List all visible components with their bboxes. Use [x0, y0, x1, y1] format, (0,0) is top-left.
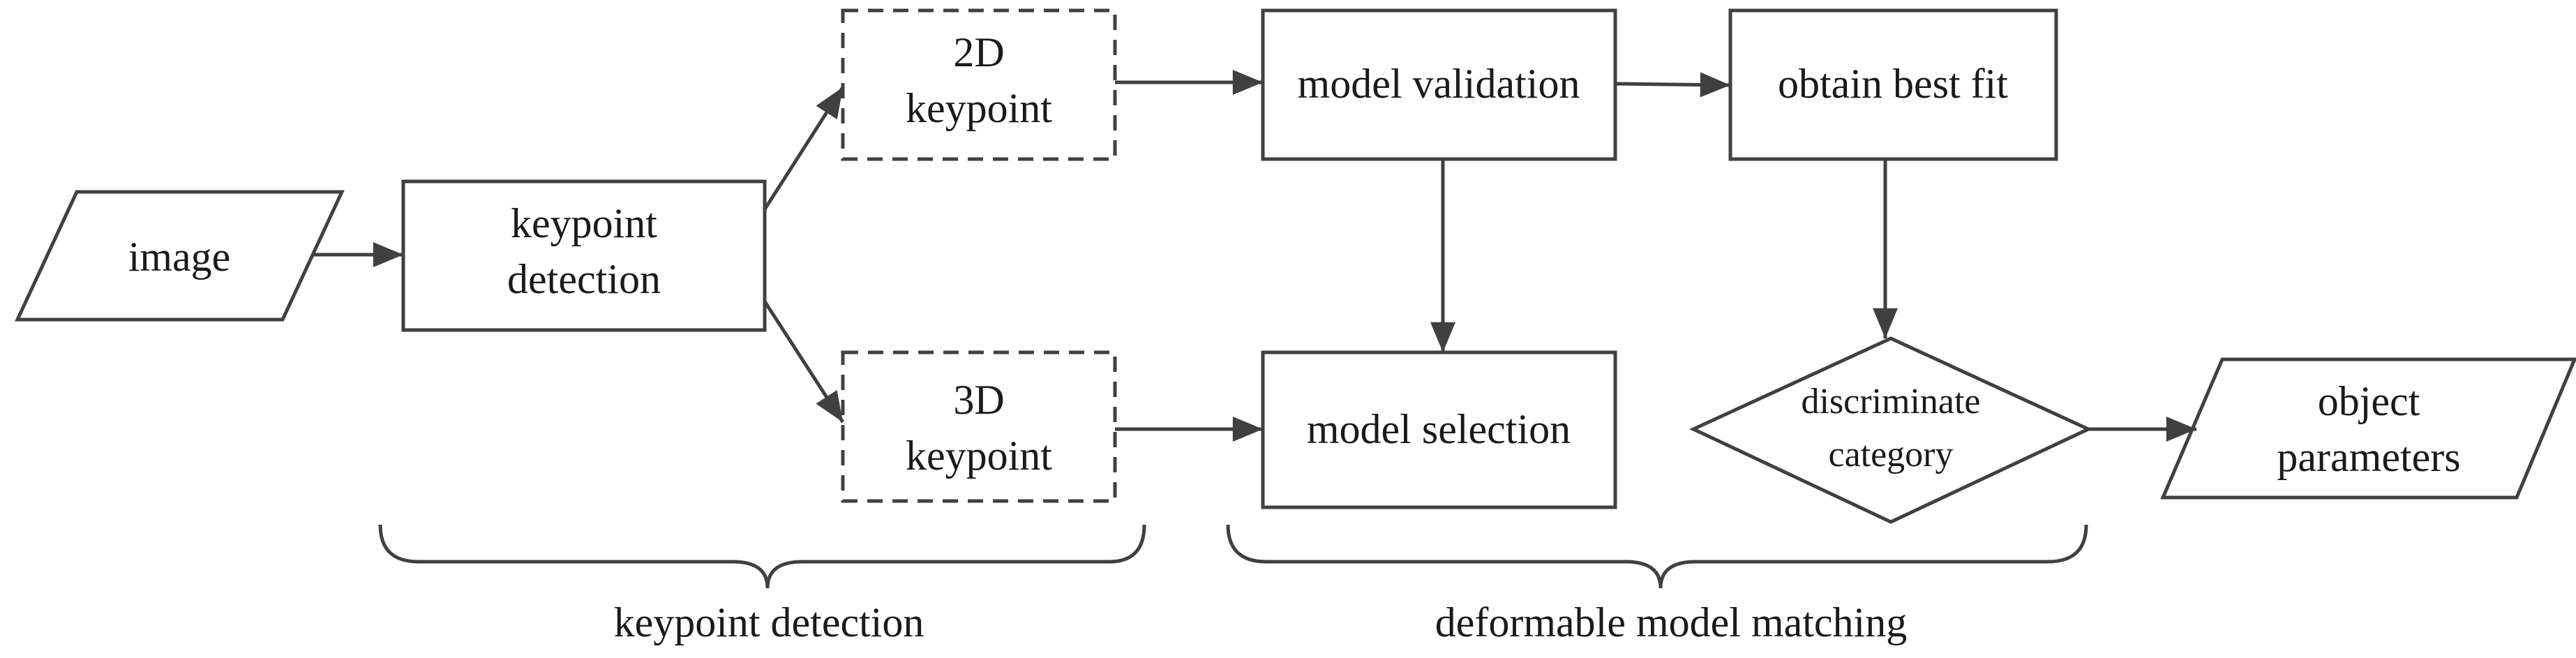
discriminate-category-node: discriminate category [1689, 336, 2092, 524]
model-selection-node: model selection [1261, 350, 1617, 509]
object-parameters-line2: parameters [2277, 434, 2460, 480]
3d-keypoint-line1: 3D [953, 377, 1004, 423]
2d-keypoint-line1: 2D [953, 29, 1004, 75]
model-validation-node: model validation [1261, 8, 1617, 161]
keypoint-detection-box-line1: keypoint [511, 200, 657, 246]
keypoint-detection-box: keypoint detection [401, 179, 767, 332]
arrow-detection-to-3d-keypoint [763, 300, 845, 424]
model-validation-label: model validation [1298, 61, 1580, 107]
object-parameters-line1: object [2318, 378, 2420, 424]
3d-keypoint-node: 3D keypoint [841, 350, 1117, 503]
keypoint-detection-box-line2: detection [507, 256, 661, 302]
obtain-best-fit-node: obtain best fit [1728, 8, 2058, 161]
keypoint-detection-brace [378, 524, 1146, 589]
deformable-model-matching-brace [1226, 524, 2088, 589]
3d-keypoint-line2: keypoint [906, 433, 1052, 479]
obtain-best-fit-label: obtain best fit [1778, 61, 2008, 107]
arrow-detection-to-2d-keypoint [763, 86, 845, 211]
2d-keypoint-node: 2D keypoint [841, 8, 1117, 161]
stage-label-deformable-model-matching: deformable model matching [1435, 599, 1907, 645]
image-node: image [15, 190, 345, 322]
stage-label-keypoint-detection: keypoint detection [614, 599, 924, 645]
model-selection-label: model selection [1307, 406, 1571, 452]
discriminate-line2: category [1828, 435, 1953, 474]
discriminate-line1: discriminate [1801, 382, 1980, 421]
arrow-model-validation-to-obtain-best-fit [1615, 72, 1731, 98]
2d-keypoint-line2: keypoint [906, 85, 1052, 131]
image-label: image [128, 234, 231, 280]
object-parameters-node: object parameters [2160, 357, 2576, 500]
